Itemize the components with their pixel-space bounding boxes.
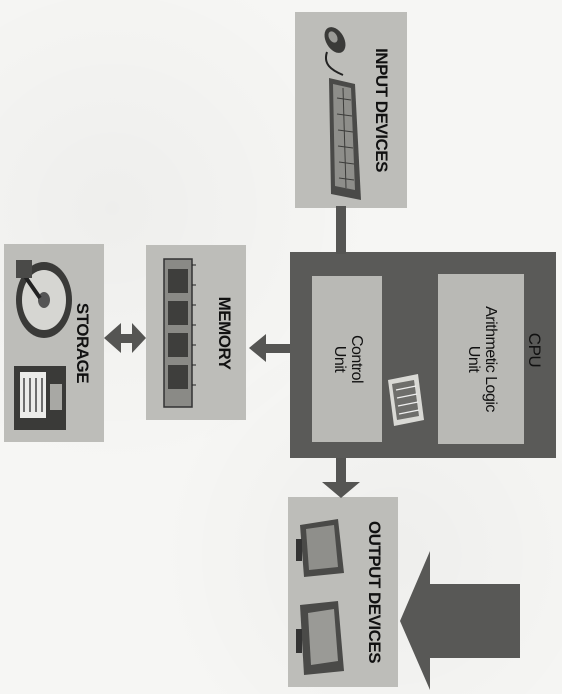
cpu-output-arrow-head bbox=[322, 482, 360, 498]
cpu-memory-arrow-head bbox=[249, 334, 266, 362]
cpu-output-arrow-shaft bbox=[336, 458, 346, 484]
input-cpu-connector bbox=[336, 206, 346, 254]
memory-storage-arrow-head-right bbox=[132, 323, 146, 353]
big-pointer-arrow bbox=[400, 551, 520, 690]
memory-storage-arrow-head-left bbox=[104, 323, 121, 353]
cpu-memory-arrow-shaft bbox=[262, 344, 290, 353]
